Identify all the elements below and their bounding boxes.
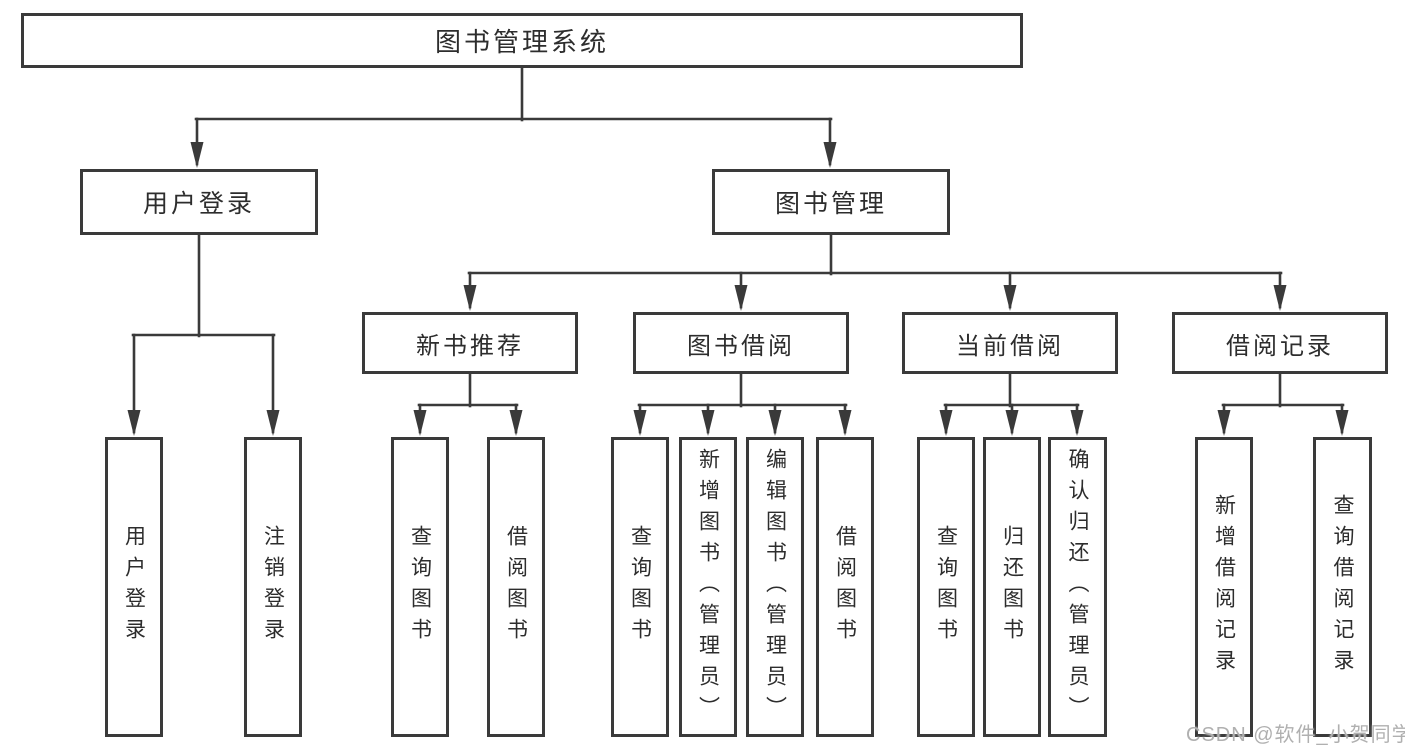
node-label: 当前借阅	[956, 332, 1064, 360]
node-label: 新增借阅记录	[1212, 494, 1236, 680]
connector-root	[190, 66, 837, 168]
leaf-add-book-admin: 新增图书（管理员）	[679, 437, 737, 737]
node-current-borrow: 当前借阅	[902, 312, 1118, 374]
node-label: 用户登录	[122, 525, 146, 649]
leaf-borrow-book: 借阅图书	[816, 437, 874, 737]
leaf-return-book: 归还图书	[983, 437, 1041, 737]
node-label: 借阅图书	[833, 525, 857, 649]
node-book-borrow: 图书借阅	[633, 312, 849, 374]
node-label: 新增图书（管理员）	[696, 447, 720, 727]
node-label: 图书管理系统	[434, 27, 609, 57]
node-label: 新书推荐	[416, 332, 524, 360]
leaf-user-login: 用户登录	[105, 437, 163, 737]
node-label: 查询图书	[408, 525, 432, 649]
connector-current-borrow	[939, 372, 1084, 436]
leaf-query-book-borrow: 查询图书	[611, 437, 669, 737]
node-label: 查询图书	[628, 525, 652, 649]
node-label: 借阅图书	[504, 525, 528, 649]
leaf-query-borrow-record: 查询借阅记录	[1313, 437, 1372, 737]
node-label: 查询借阅记录	[1331, 494, 1355, 680]
connector-book-management	[463, 233, 1287, 311]
node-user-login: 用户登录	[80, 169, 318, 235]
leaf-query-book-recommend: 查询图书	[391, 437, 449, 737]
node-label: 图书借阅	[687, 332, 795, 360]
leaf-logout: 注销登录	[244, 437, 302, 737]
leaf-edit-book-admin: 编辑图书（管理员）	[746, 437, 804, 737]
node-new-book-recommend: 新书推荐	[362, 312, 578, 374]
node-book-management: 图书管理	[712, 169, 950, 235]
node-label: 借阅记录	[1226, 332, 1334, 360]
connector-new-book-recommend	[413, 372, 523, 436]
connector-borrow-records	[1217, 372, 1349, 436]
node-library-management-system: 图书管理系统	[21, 13, 1023, 68]
connector-book-borrow	[633, 372, 852, 436]
node-label: 用户登录	[142, 190, 255, 218]
node-label: 图书管理	[774, 190, 887, 218]
node-label: 归还图书	[1000, 525, 1024, 649]
leaf-query-book-current: 查询图书	[917, 437, 975, 737]
node-label: 确认归还（管理员）	[1066, 447, 1090, 727]
watermark: CSDN @软件_小贺同学	[1186, 724, 1405, 746]
leaf-borrow-book-recommend: 借阅图书	[487, 437, 545, 737]
leaf-add-borrow-record: 新增借阅记录	[1195, 437, 1253, 737]
node-borrow-records: 借阅记录	[1172, 312, 1388, 374]
node-label: 编辑图书（管理员）	[763, 447, 787, 727]
node-label: 注销登录	[261, 525, 285, 649]
leaf-confirm-return-admin: 确认归还（管理员）	[1048, 437, 1107, 737]
connector-user-login	[127, 233, 280, 436]
node-label: 查询图书	[934, 525, 958, 649]
